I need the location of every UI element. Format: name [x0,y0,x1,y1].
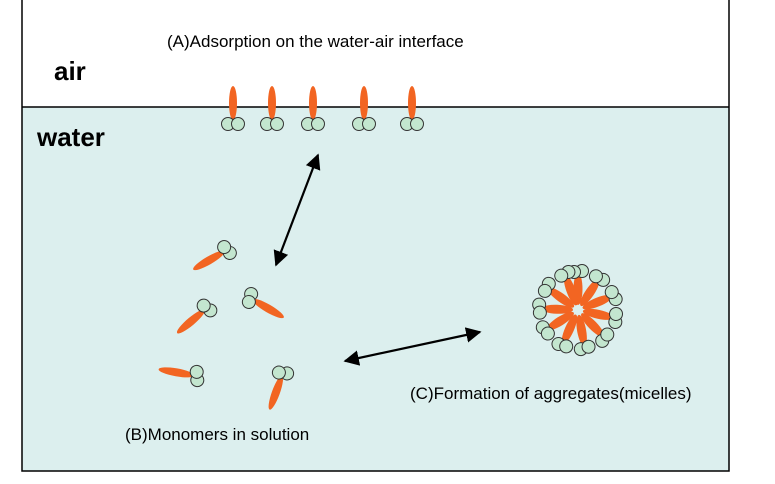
water-label: water [36,122,105,152]
air-label: air [54,56,86,86]
monomers-label: (B)Monomers in solution [125,425,309,444]
arrow-monomers-to-micelle [343,327,482,366]
container-border [21,0,730,472]
water-region [22,107,729,471]
adsorption-label: (A)Adsorption on the water-air interface [167,32,464,51]
arrow-monomers-to-interface [273,153,321,267]
aggregates-label: (C)Formation of aggregates(micelles) [410,384,692,403]
